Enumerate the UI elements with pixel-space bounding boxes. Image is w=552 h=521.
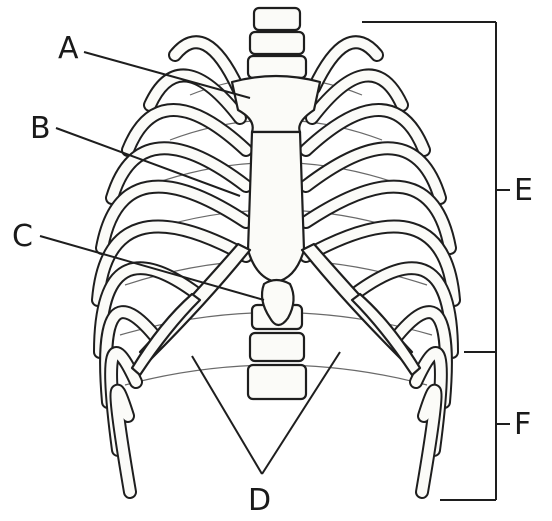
manubrium — [232, 76, 320, 132]
label-c: C — [12, 219, 33, 254]
label-a: A — [58, 31, 79, 66]
sternum — [232, 76, 320, 325]
label-d: D — [248, 483, 271, 518]
sternal-body — [248, 132, 304, 282]
label-f: F — [514, 407, 531, 442]
label-e: E — [514, 173, 533, 208]
label-b: B — [30, 111, 51, 146]
